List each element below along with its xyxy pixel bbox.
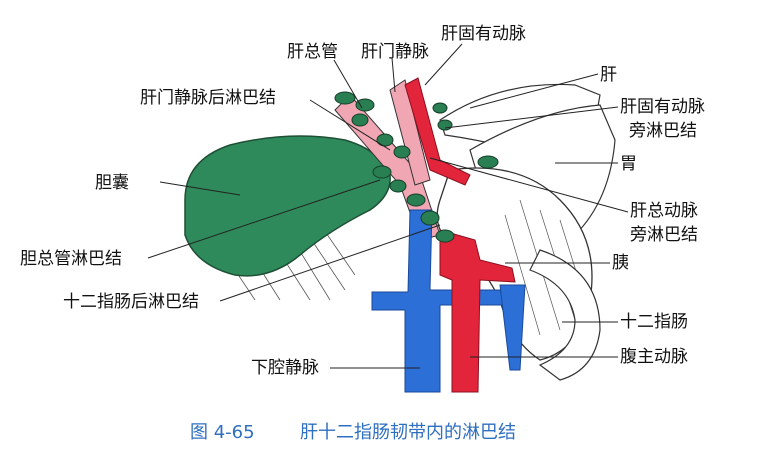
lymph-node: [376, 133, 394, 147]
label-retro-portal-nodes: 肝门静脉后淋巴结: [140, 88, 276, 108]
label-proper-hepatic-artery: 肝固有动脉: [441, 24, 526, 44]
label-cha-nodes-line2: 旁淋巴结: [630, 225, 698, 245]
label-pancreas: 胰: [612, 253, 629, 273]
leader-lines: [147, 43, 629, 369]
lymph-node: [355, 98, 375, 112]
label-cbd-nodes: 胆总管淋巴结: [20, 249, 122, 269]
lymph-node: [406, 193, 426, 207]
lymph-node: [372, 165, 392, 179]
lymph-node: [393, 145, 411, 159]
lymph-node: [420, 210, 440, 226]
renal-vessel: [499, 284, 526, 371]
figure-title: 肝十二指肠韧带内的淋巴结: [300, 422, 516, 443]
gallbladder: [184, 135, 391, 277]
proper-hepatic-artery: [404, 77, 471, 186]
label-ivc: 下腔静脉: [251, 358, 319, 378]
label-pha-nodes-line2: 旁淋巴结: [629, 121, 697, 141]
lymph-node: [334, 91, 356, 105]
label-duodenum: 十二指肠: [620, 312, 688, 332]
lymph-node: [432, 102, 448, 114]
label-cha-nodes-line1: 肝总动脉: [630, 201, 698, 221]
label-retro-duodenal-nodes: 十二指肠后淋巴结: [63, 292, 199, 312]
label-stomach: 胃: [620, 154, 637, 174]
label-common-hepatic-duct: 肝总管: [287, 42, 338, 62]
duodenum: [529, 249, 601, 381]
figure-number: 图 4-65: [190, 422, 255, 443]
inferior-vena-cava: [371, 209, 506, 393]
abdominal-aorta: [439, 229, 516, 393]
lymph-node: [437, 119, 453, 131]
lymph-nodes: [334, 91, 499, 243]
lymph-node: [435, 229, 455, 243]
lymph-node: [477, 155, 499, 169]
lymph-node: [351, 113, 369, 127]
label-portal-vein: 肝门静脉: [361, 42, 429, 62]
lymph-node: [389, 179, 407, 193]
label-gallbladder: 胆囊: [95, 173, 129, 193]
label-aorta: 腹主动脉: [620, 347, 688, 367]
label-liver: 肝: [600, 65, 617, 85]
label-pha-nodes-line1: 肝固有动脉: [620, 97, 705, 117]
